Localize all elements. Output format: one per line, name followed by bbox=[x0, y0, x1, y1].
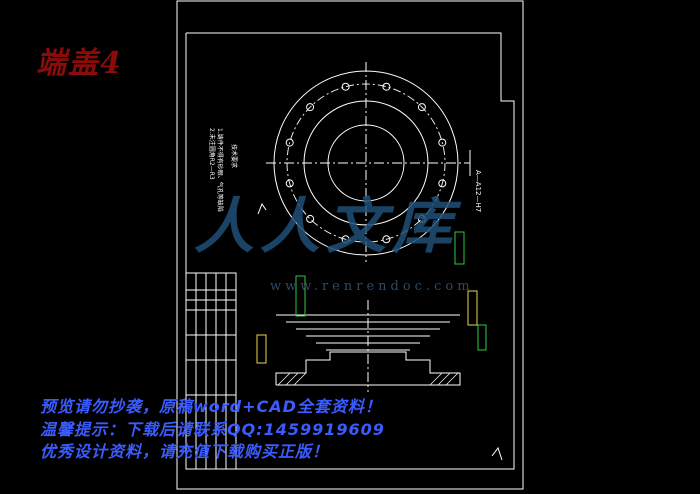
drawing-title: 端盖4 bbox=[36, 46, 123, 81]
bolt-hole bbox=[306, 214, 315, 223]
bolt-hole bbox=[382, 82, 391, 91]
technical-notes: 技术要求 1.铸件不得有砂眼、气孔等缺陷 2.未注圆角R2—R3 bbox=[208, 128, 238, 212]
roughness-note bbox=[491, 446, 503, 461]
bolt-hole bbox=[438, 138, 447, 147]
note-line-1: 技术要求 bbox=[230, 144, 238, 168]
promo-line-1: 预览请勿抄袭，原稿word+CAD全套资料！ bbox=[40, 397, 382, 416]
bolt-hole bbox=[341, 82, 350, 91]
bolt-hole bbox=[285, 179, 294, 188]
bolt-hole bbox=[285, 138, 294, 147]
dim-tag-green-1 bbox=[295, 275, 306, 317]
dim-tag-green-2 bbox=[454, 231, 465, 265]
watermark-url: www.renrendoc.com bbox=[270, 279, 474, 294]
note-line-2: 1.铸件不得有砂眼、气孔等缺陷 bbox=[216, 128, 224, 212]
section-hatching bbox=[277, 372, 459, 386]
bolt-hole bbox=[382, 235, 391, 244]
sheet-outer-border bbox=[176, 0, 524, 490]
promo-line-3: 优秀设计资料，请充值下载购买正版！ bbox=[40, 442, 330, 461]
bolt-holes bbox=[285, 82, 447, 244]
bolt-hole bbox=[438, 179, 447, 188]
top-view bbox=[266, 62, 470, 262]
bolt-hole bbox=[417, 103, 426, 112]
note-line-3: 2.未注圆角R2—R3 bbox=[208, 128, 216, 180]
watermark-logo-text: 人人文库 bbox=[194, 192, 462, 262]
section-label-a: A—A12—H7 bbox=[474, 170, 482, 212]
dim-tag-green-3 bbox=[477, 324, 487, 351]
title-block bbox=[185, 272, 237, 470]
watermark-logo: 人人文库 bbox=[194, 192, 462, 262]
dim-tag-yellow-1 bbox=[467, 290, 478, 326]
promo-line-2: 温馨提示：下载后请联系QQ:1459919609 bbox=[40, 420, 385, 439]
bolt-hole bbox=[306, 103, 315, 112]
bolt-hole bbox=[417, 214, 426, 223]
leader-line bbox=[257, 202, 267, 215]
dim-tag-yellow-2 bbox=[256, 334, 267, 364]
bolt-hole bbox=[341, 235, 350, 244]
section-view bbox=[275, 300, 461, 392]
